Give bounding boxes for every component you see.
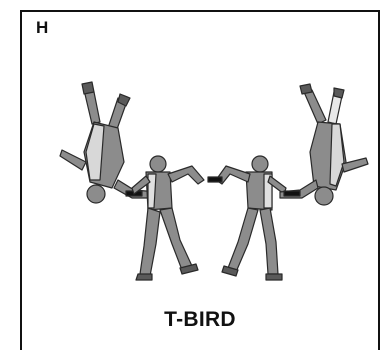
card-letter: H [36,18,49,37]
formation-card: H [20,10,380,350]
right-diver-figure [279,83,369,206]
four-skydivers-formation-icon [59,81,369,281]
center-left-diver-figure [131,155,205,281]
center-right-diver-figure [207,155,287,281]
formation-name: T-BIRD [164,308,236,331]
